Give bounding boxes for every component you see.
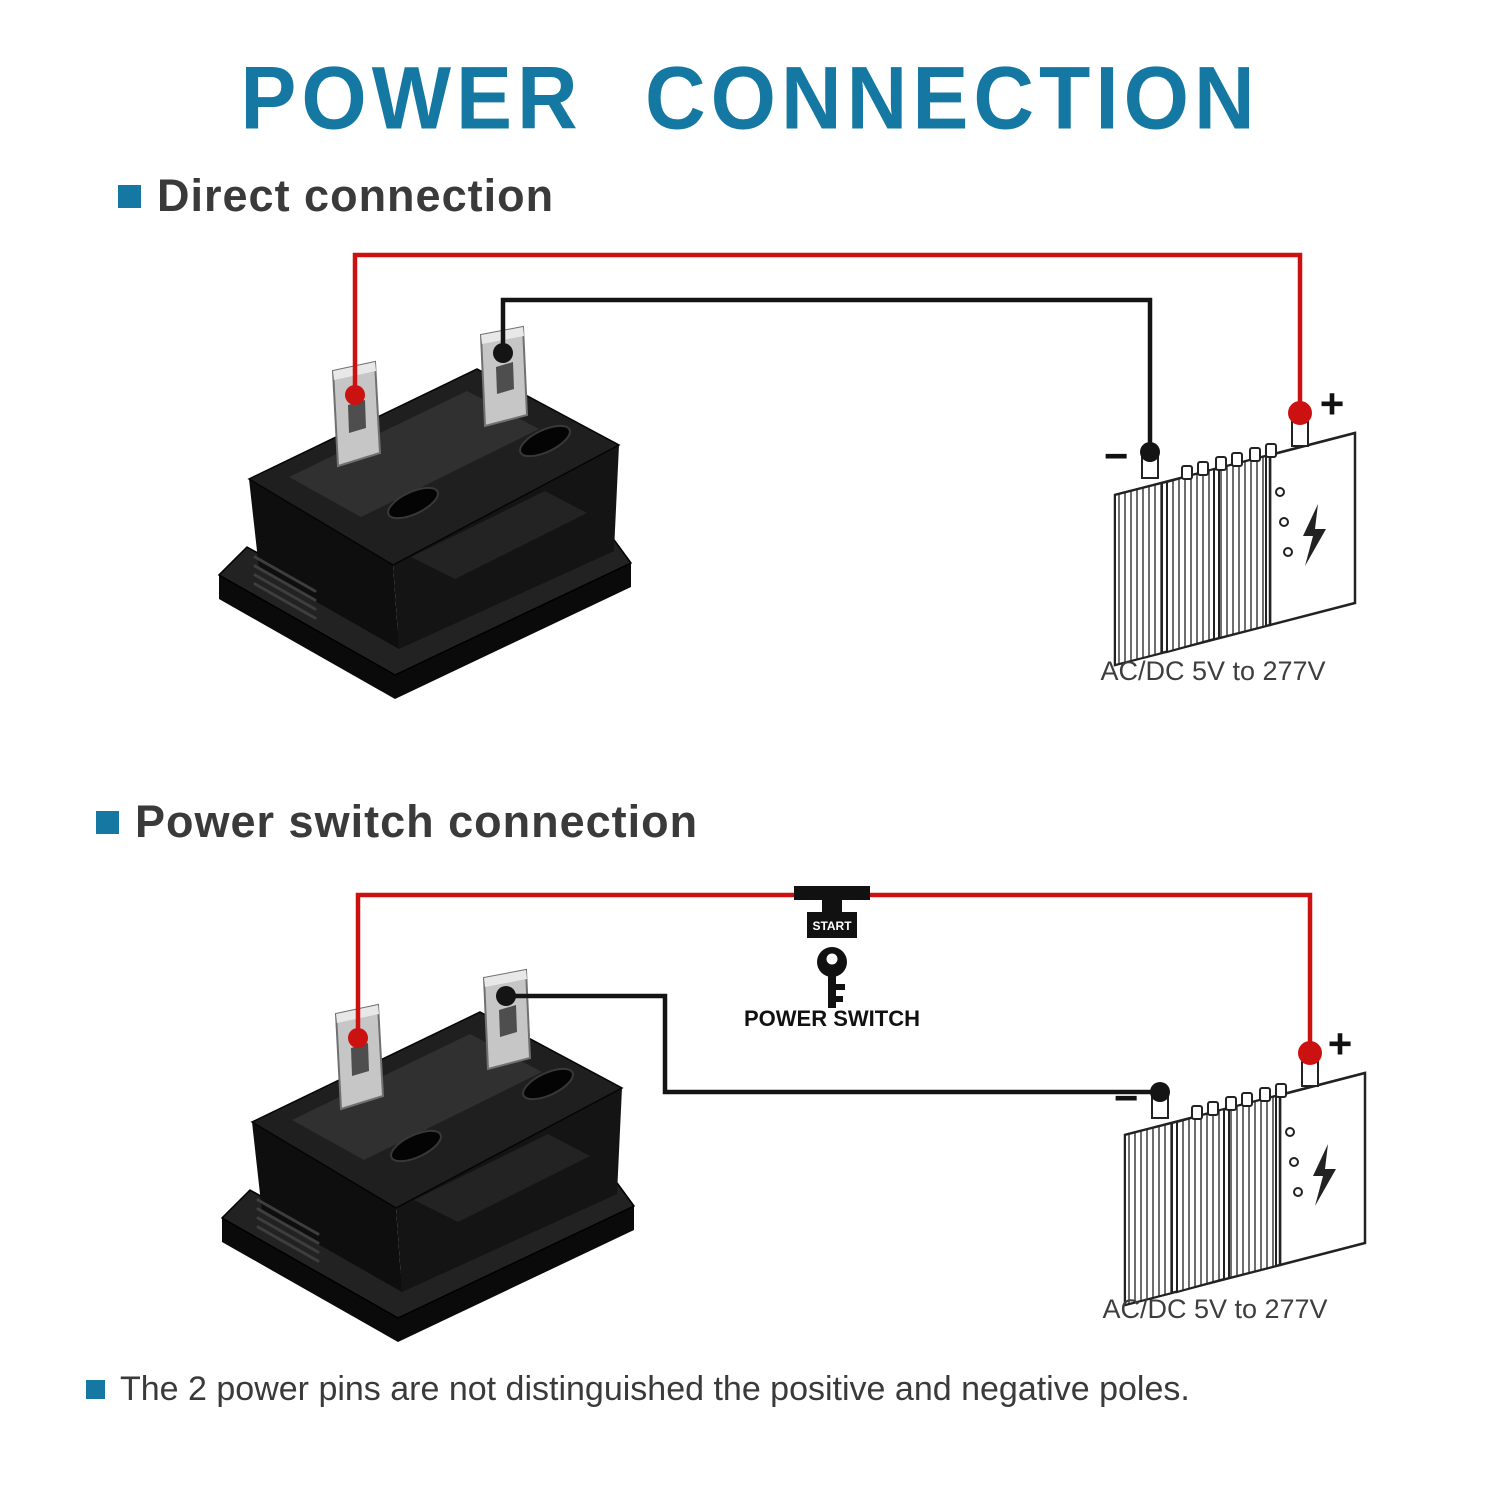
plus-sign: + — [1328, 1020, 1353, 1067]
power-switch-illustration — [794, 886, 870, 1008]
section-direct-heading-text: Direct connection — [157, 170, 555, 221]
rocker-switch-illustration — [217, 325, 633, 701]
section-direct-heading: Direct connection — [118, 170, 554, 222]
teal-square-bullet-icon — [118, 184, 141, 208]
plus-sign: + — [1320, 380, 1345, 427]
section-switch-heading: Power switch connection — [96, 796, 698, 848]
switch-pin-dot-red — [348, 1028, 368, 1048]
footnote: The 2 power pins are not distinguished t… — [86, 1370, 1456, 1409]
power-switch-connection-diagram: POWER SWITCH + − AC/DC 5V to 277V — [220, 886, 1367, 1344]
switch-pin-dot-red — [345, 385, 365, 405]
battery-plus-dot — [1298, 1041, 1322, 1065]
black-wire — [500, 297, 1153, 452]
battery-minus-dot — [1140, 442, 1160, 462]
minus-sign: − — [1114, 1074, 1139, 1121]
teal-square-bullet-icon — [86, 1380, 105, 1399]
red-wire — [352, 252, 1303, 413]
switch-pin-dot-black — [493, 343, 513, 363]
page-title: POWER CONNECTION — [240, 48, 1260, 148]
footnote-text: The 2 power pins are not distinguished t… — [120, 1370, 1190, 1408]
teal-square-bullet-icon — [96, 810, 119, 834]
rocker-switch-illustration — [220, 968, 636, 1344]
section-switch-heading-text: Power switch connection — [135, 796, 699, 847]
battery-voltage-label: AC/DC 5V to 277V — [1100, 656, 1325, 686]
battery-voltage-label: AC/DC 5V to 277V — [1102, 1294, 1327, 1324]
battery-plus-dot — [1288, 401, 1312, 425]
battery-minus-dot — [1150, 1082, 1170, 1102]
power-switch-label: POWER SWITCH — [744, 1006, 920, 1031]
minus-sign: − — [1104, 432, 1129, 479]
direct-connection-diagram: START + − AC/DC 5V to 277V — [217, 252, 1357, 701]
black-wire — [506, 993, 1160, 1095]
switch-pin-dot-black — [496, 986, 516, 1006]
